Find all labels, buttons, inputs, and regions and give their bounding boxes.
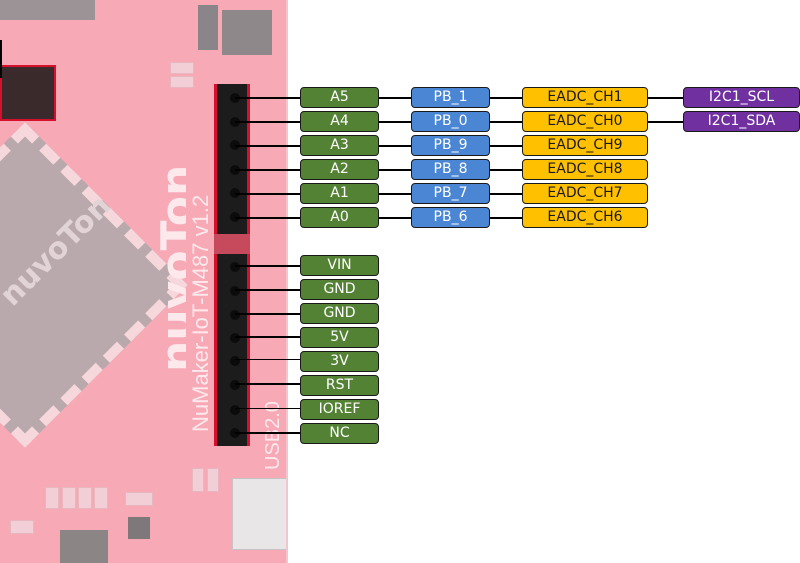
component-r47 (125, 492, 153, 506)
arduino-pin-label: A5 (300, 87, 379, 108)
pin-lead (235, 145, 300, 147)
power-pin-label: RST (300, 375, 379, 396)
inductor-l10 (170, 76, 194, 88)
header-pin (230, 380, 240, 390)
analog-header-strip (214, 84, 250, 234)
arduino-pin-label: A3 (300, 135, 379, 156)
power-pin-label: IOREF (300, 399, 379, 420)
pin-lead (235, 408, 300, 409)
connector-line (378, 193, 411, 195)
diode (198, 5, 218, 50)
component-c40 (45, 487, 59, 509)
header-pin (230, 262, 240, 272)
power-pin-label: VIN (300, 255, 379, 276)
component-u11 (128, 517, 150, 539)
pin-lead (235, 193, 300, 195)
adc-channel-label: EADC_CH9 (522, 135, 648, 156)
i2c-function-label: I2C1_SCL (683, 87, 800, 108)
power-pin-label: GND (300, 303, 379, 324)
adc-channel-label: EADC_CH1 (522, 87, 648, 108)
power-pin-label: 3V (300, 351, 379, 372)
header-pin (230, 286, 240, 296)
component-r45 (78, 487, 92, 509)
connector-line (378, 217, 411, 219)
adc-channel-label: EADC_CH0 (522, 111, 648, 132)
connector-line (378, 97, 411, 99)
jumper-header (0, 65, 56, 121)
connector-top (0, 0, 95, 20)
jumper-wire (0, 40, 2, 78)
pin-lead (235, 169, 300, 171)
regulator-u6 (222, 10, 272, 55)
board-edge (286, 0, 288, 563)
arduino-pin-label: A4 (300, 111, 379, 132)
connector-line (489, 193, 522, 195)
power-pin-label: GND (300, 279, 379, 300)
header-gap (214, 234, 250, 254)
power-pin-label: NC (300, 423, 379, 444)
pin-lead (235, 121, 300, 123)
usb-connector (232, 478, 288, 550)
gpio-pin-label: PB_9 (411, 135, 490, 156)
arduino-pin-label: A0 (300, 207, 379, 228)
usb-label: USB2.0 (262, 401, 284, 470)
gpio-pin-label: PB_0 (411, 111, 490, 132)
component-r44 (62, 487, 76, 509)
pin-lead (235, 383, 300, 385)
adc-channel-label: EADC_CH6 (522, 207, 648, 228)
connector-line (489, 217, 522, 219)
inductor-l8 (170, 62, 194, 74)
i2c-function-label: I2C1_SDA (683, 111, 800, 132)
gpio-pin-label: PB_1 (411, 87, 490, 108)
pin-lead (235, 432, 300, 434)
pin-lead (235, 313, 300, 315)
header-pin (230, 405, 240, 415)
arduino-pin-label: A1 (300, 183, 379, 204)
pin-lead (235, 359, 300, 360)
connector-line (489, 121, 522, 123)
power-header-strip (214, 254, 250, 446)
connector-line (489, 169, 522, 171)
arduino-pin-label: A2 (300, 159, 379, 180)
pin-lead (235, 265, 300, 267)
header-pin (230, 356, 240, 366)
header-pin (230, 333, 240, 343)
connector-line (647, 121, 683, 123)
header-pin (230, 310, 240, 320)
pin-lead (235, 217, 300, 219)
connector-line (489, 97, 522, 99)
component-r50 (207, 468, 219, 492)
pin-lead (235, 289, 300, 291)
connector-line (378, 121, 411, 123)
connector-line (489, 145, 522, 147)
connector-line (647, 97, 683, 99)
pin-lead (235, 97, 300, 99)
power-pin-label: 5V (300, 327, 379, 348)
component-c27 (10, 520, 34, 534)
gpio-pin-label: PB_6 (411, 207, 490, 228)
component-r46 (94, 487, 108, 509)
adc-channel-label: EADC_CH8 (522, 159, 648, 180)
flash-chip (60, 530, 108, 563)
connector-line (378, 169, 411, 171)
adc-channel-label: EADC_CH7 (522, 183, 648, 204)
board-model-label: NuMaker-IoT-M487 v1.2 (188, 194, 212, 432)
connector-line (378, 145, 411, 147)
gpio-pin-label: PB_7 (411, 183, 490, 204)
gpio-pin-label: PB_8 (411, 159, 490, 180)
pin-lead (235, 336, 300, 338)
board-brand-logo: nuvoTon (152, 164, 186, 372)
component-r49 (192, 468, 204, 492)
